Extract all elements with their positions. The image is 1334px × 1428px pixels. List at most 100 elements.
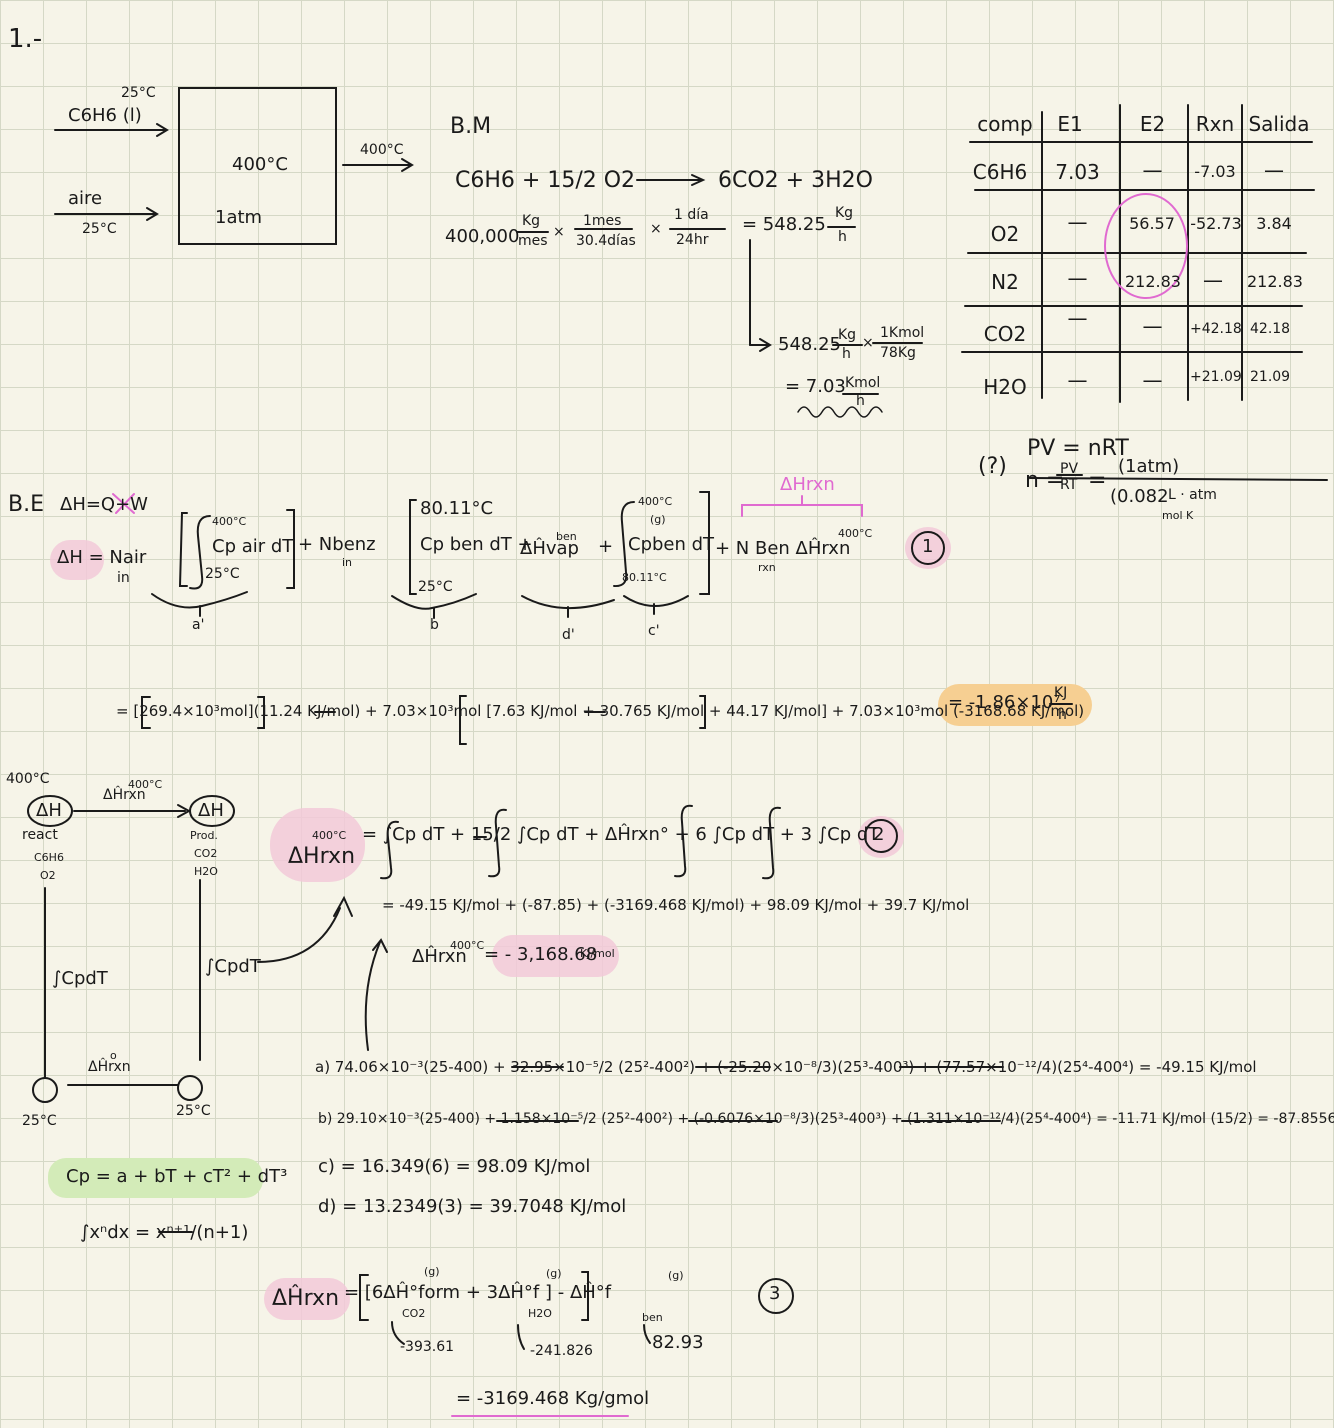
gas-law-n: n =	[1025, 468, 1065, 493]
reaction-left: C6H6 + 15/2 O2	[455, 168, 636, 193]
table-cell: —	[1067, 266, 1088, 290]
result-expression: = [269.4×10³mol](11.24 KJ/mol) + 7.03×10…	[116, 702, 1085, 720]
gas-law-frac-den: RT	[1060, 477, 1078, 493]
conv-f1-den: 30.4días	[576, 233, 636, 249]
eq3-val-ben: 82.93	[652, 1332, 704, 1353]
eb-vap-sup: ben	[556, 530, 577, 543]
hess-react-species: O2	[40, 869, 56, 882]
conv-f2-den: 24hr	[676, 232, 709, 248]
table-cell: 56.57	[1129, 214, 1175, 233]
int-b-lower: 25°C	[418, 579, 453, 595]
conv-value: 400,000	[445, 226, 520, 247]
int-a-lower: 25°C	[205, 566, 240, 582]
mass-balance-label: B.M	[450, 114, 492, 139]
eq2-values: = -49.15 KJ/mol + (-87.85) + (-3169.468 …	[382, 896, 970, 914]
conv-f2-num: 1 día	[674, 207, 709, 223]
hess-react-species: C6H6	[34, 851, 64, 864]
gas-law-value-num: (1atm)	[1118, 456, 1180, 477]
hess-bottom-left-temp: 25°C	[22, 1113, 57, 1129]
table-cell: 212.83	[1125, 272, 1181, 291]
hess-react-sub: react	[22, 827, 58, 843]
circle-1-label: 1	[922, 536, 934, 557]
eq2-result-unit: KJ/mol	[580, 947, 615, 960]
mol-unit-den: h	[842, 346, 851, 362]
feed1-label: C6H6 (l)	[68, 105, 142, 126]
eq3-phase: (g)	[424, 1265, 440, 1278]
highlight-eq3-lhs	[264, 1278, 350, 1320]
int-a-upper: 400°C	[212, 515, 247, 528]
int-b-integrand: Cp ben dT +	[420, 534, 533, 555]
eq3-sub-co2: CO2	[402, 1307, 426, 1320]
eb-rxn-sub: rxn	[758, 561, 776, 574]
table-cell: —	[1142, 158, 1163, 182]
table-header: E2	[1139, 112, 1166, 136]
hess-bottom-right-temp: 25°C	[176, 1103, 211, 1119]
table-header: Salida	[1248, 112, 1310, 136]
table-header: E1	[1057, 112, 1083, 136]
table-cell: —	[1142, 314, 1163, 338]
energy-balance-label: B.E	[8, 492, 44, 517]
gas-law-units2: mol K	[1162, 509, 1194, 522]
gas-law-equals: =	[1088, 468, 1107, 493]
mol-result: = 7.03	[785, 376, 846, 397]
circle-2-label: 2	[873, 824, 885, 845]
table-cell: O2	[990, 222, 1020, 246]
feed2-temp: 25°C	[82, 221, 117, 237]
eb-n-benz-sub: in	[342, 556, 353, 569]
box-temp: 400°C	[232, 154, 288, 175]
reaction-right: 6CO2 + 3H2O	[718, 168, 873, 193]
eq2-lhs: ΔHrxn	[288, 844, 356, 869]
result-value: = -1.86×10⁷	[948, 692, 1061, 713]
table-cell: -52.73	[1190, 214, 1242, 233]
table-cell: —	[1067, 368, 1088, 392]
highlight-cp-formula	[48, 1158, 263, 1198]
energy-balance-equation: ΔH=Q+W	[60, 494, 148, 515]
gas-law-equation: PV = nRT	[1027, 436, 1129, 461]
table-cell: 42.18	[1250, 321, 1291, 337]
table-cell: 7.03	[1055, 160, 1100, 184]
conv-result-num: Kg	[835, 205, 854, 221]
hess-react-label: ΔH	[36, 800, 62, 821]
eq2-body: = ∫Cp dT + 15/2 ∫Cp dT + ΔĤrxn° + 6 ∫Cp …	[362, 824, 880, 845]
times-sign: ×	[862, 335, 874, 351]
gas-law-value-den: (0.082	[1110, 486, 1169, 507]
circle-3-label: 3	[769, 1283, 781, 1304]
eb-rxn-pink-label: ΔHrxn	[780, 474, 835, 495]
int-c-integrand: Cpben dT	[628, 534, 715, 555]
problem-number: 1.-	[8, 24, 43, 54]
eq3-phase: (g)	[546, 1267, 562, 1280]
highlight-eq2-result	[492, 935, 619, 977]
table-cell: 21.09	[1250, 369, 1291, 385]
mol-result-num: Kmol	[845, 375, 881, 391]
highlight-delta-h	[50, 540, 104, 580]
eq3-val-h2o: -241.826	[530, 1343, 593, 1359]
brace-d-label: d'	[562, 627, 575, 643]
highlight-eq2-lhs	[270, 808, 365, 882]
feed1-temp: 25°C	[121, 85, 156, 101]
eb-rxn-term: + N Ben ΔĤrxn	[715, 538, 851, 559]
mol-unit-num: Kg	[838, 327, 857, 343]
hess-prod-species: H2O	[194, 865, 218, 878]
table-cell: +21.09	[1190, 369, 1242, 385]
table-cell: N2	[991, 270, 1019, 294]
hess-top-arrow-sup: 400°C	[128, 778, 163, 791]
hess-left-int: ∫CpdT	[52, 968, 108, 989]
eq3-sub-h2o: H2O	[528, 1307, 552, 1320]
cp-formula: Cp = a + bT + cT² + dT³	[66, 1166, 288, 1187]
gas-law-units: L · atm	[1168, 487, 1217, 503]
feed2-label: aire	[68, 188, 103, 209]
eq3-phase: (g)	[668, 1269, 684, 1282]
hess-prod-species: CO2	[194, 847, 218, 860]
eb-n-benz: + Nbenz	[298, 534, 376, 555]
calc-line-b: b) 29.10×10⁻³(25-400) + 1.158×10⁻⁵/2 (25…	[318, 1111, 1334, 1127]
calc-line-c: c) = 16.349(6) = 98.09 KJ/mol	[318, 1156, 591, 1177]
eq3-lhs: ΔĤrxn	[272, 1286, 340, 1311]
table-cell: —	[1067, 306, 1088, 330]
eb-lhs-sub: in	[117, 570, 130, 586]
table-cell: —	[1203, 268, 1223, 292]
brace-c-label: c'	[648, 623, 660, 639]
times-sign: ×	[650, 221, 662, 237]
conv-f1-num: 1mes	[583, 213, 622, 229]
plus-sign: +	[598, 536, 614, 557]
